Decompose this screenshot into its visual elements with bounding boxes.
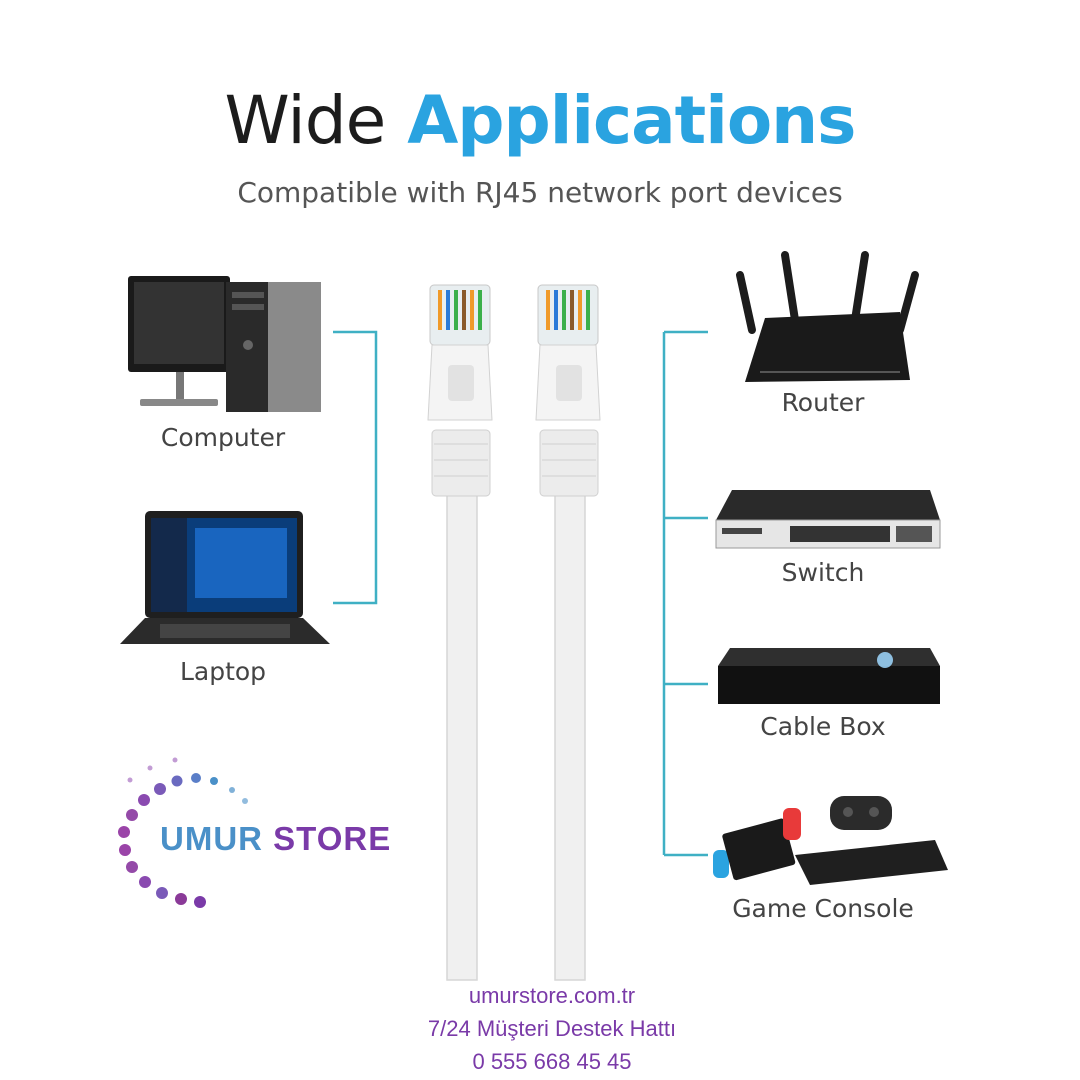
- game-console-icon: [713, 796, 948, 885]
- label-computer: Computer: [160, 423, 286, 452]
- router-icon: [736, 251, 919, 382]
- rj45-connector-right-icon: [535, 284, 601, 497]
- footer-phone[interactable]: 0 555 668 45 45: [472, 1049, 632, 1074]
- brand-name: UMUR STORE: [160, 820, 391, 858]
- label-switch: Switch: [781, 558, 865, 587]
- headline: Wide Applications: [0, 88, 1080, 154]
- label-cable-box: Cable Box: [760, 712, 886, 741]
- umur-store-logo-icon: [118, 757, 248, 908]
- brand-name-umur: UMUR: [160, 820, 263, 857]
- footer-support-line: 7/24 Müşteri Destek Hattı: [427, 1016, 677, 1041]
- brand-name-store: STORE: [273, 820, 392, 857]
- ethernet-cables: [446, 494, 586, 981]
- headline-word-wide: Wide: [224, 82, 387, 159]
- computer-icon: [128, 276, 321, 412]
- right-connector-bracket: [662, 330, 708, 857]
- headline-word-applications: Applications: [407, 82, 856, 159]
- subheadline: Compatible with RJ45 network port device…: [237, 176, 843, 209]
- footer-website[interactable]: umurstore.com.tr: [468, 983, 636, 1008]
- cable-box-icon: [718, 648, 940, 704]
- label-router: Router: [781, 388, 865, 417]
- rj45-connector-left-icon: [427, 284, 493, 497]
- label-laptop: Laptop: [179, 657, 267, 686]
- label-game-console: Game Console: [732, 894, 914, 923]
- left-connector-bracket: [333, 330, 378, 605]
- laptop-icon: [120, 511, 330, 644]
- switch-icon: [715, 490, 941, 549]
